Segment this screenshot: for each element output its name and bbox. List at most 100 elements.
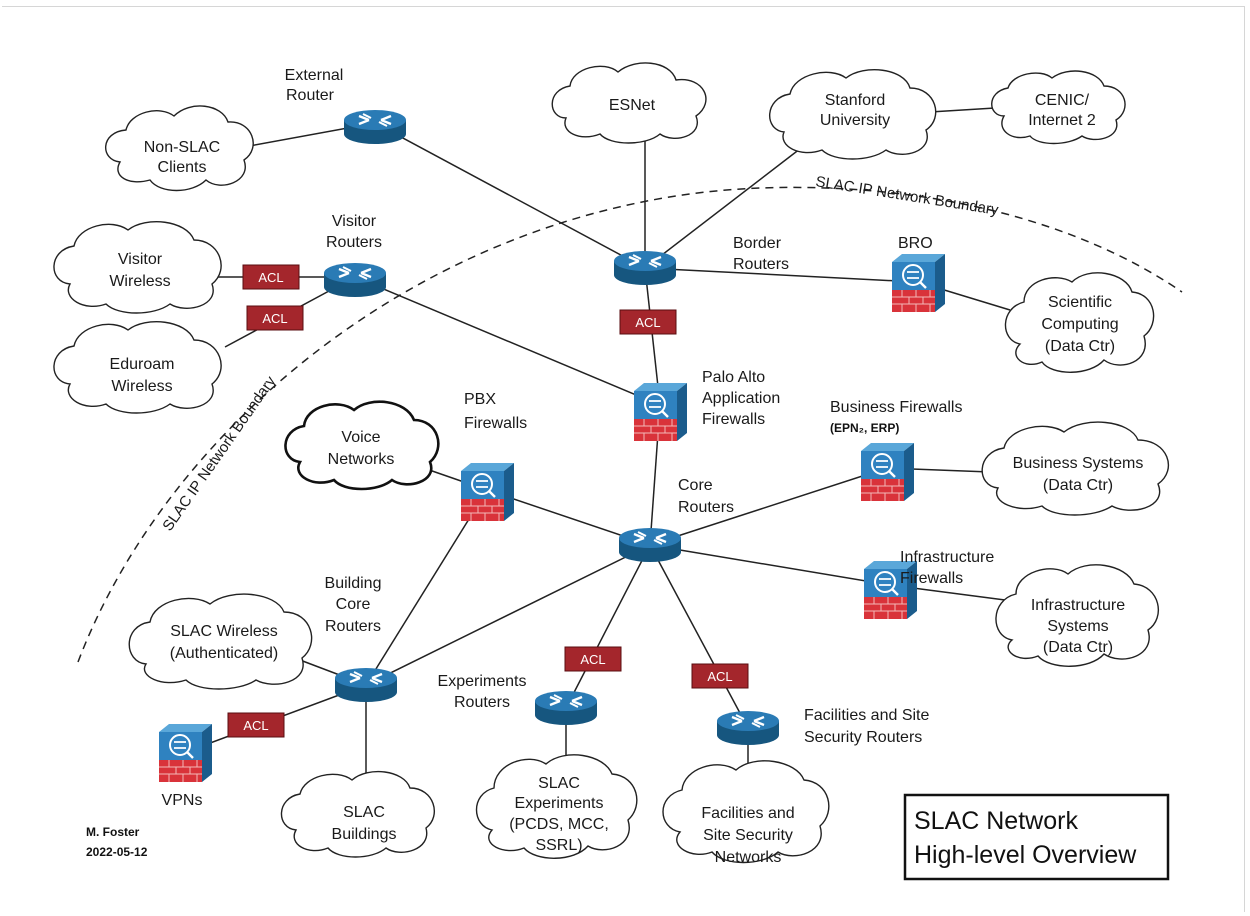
acl-label: ACL [243, 718, 268, 733]
pbx-label: Firewalls [464, 415, 527, 432]
cloud-text: Experiments [515, 795, 604, 812]
title-line-1: SLAC Network [914, 807, 1078, 835]
cloud-cenic-internet2: CENIC/ Internet 2 [991, 70, 1126, 145]
acl-eduroam: ACL [246, 305, 304, 331]
acl-label: ACL [707, 669, 732, 684]
cloud-text: Voice [341, 429, 380, 446]
cloud-text: Facilities and [701, 805, 794, 822]
vpns-label: VPNs [162, 792, 203, 809]
cloud-visitor-wireless: Visitor Wireless [53, 221, 222, 314]
cloud-text: SLAC [538, 775, 580, 792]
business-firewalls-label: Business Firewalls [830, 399, 962, 416]
cloud-text: SSRL) [535, 837, 582, 854]
bro-firewall-icon [890, 252, 947, 314]
acl-experiments: ACL [564, 646, 622, 672]
building-core-label: Routers [325, 618, 381, 635]
cloud-text: (Data Ctr) [1045, 338, 1115, 355]
acl-border: ACL [619, 309, 677, 335]
facilities-router-icon [715, 709, 781, 747]
cloud-slac-buildings: SLAC Buildings [280, 770, 435, 858]
experiments-routers-label: Experiments [438, 673, 527, 690]
border-routers-label: Routers [733, 256, 789, 273]
cloud-text: (PCDS, MCC, [509, 816, 609, 833]
cloud-text: (Data Ctr) [1043, 477, 1113, 494]
boundary-label-top: SLAC IP Network Boundary [814, 173, 1000, 219]
page-frame [2, 6, 1245, 912]
acl-facilities: ACL [691, 663, 749, 689]
title-box: SLAC Network High-level Overview [903, 793, 1170, 881]
cloud-text: Stanford [825, 92, 885, 109]
business-firewalls-sublabel: (EPN₂, ERP) [830, 421, 899, 435]
cloud-text: Eduroam [110, 356, 175, 373]
palo-alto-label: Application [702, 390, 780, 407]
cloud-text: Visitor [118, 251, 163, 268]
cloud-text: Wireless [109, 273, 170, 290]
external-router-icon [342, 108, 408, 146]
cloud-infrastructure-systems: Infrastructure Systems (Data Ctr) [995, 564, 1159, 667]
cloud-slac-experiments: SLAC Experiments (PCDS, MCC, SSRL) [476, 754, 638, 859]
cloud-text: SLAC Wireless [170, 623, 278, 640]
experiments-routers-label: Routers [454, 694, 510, 711]
cloud-business-systems: Business Systems (Data Ctr) [981, 421, 1169, 516]
external-router-label: External [285, 67, 344, 84]
cloud-text: Non-SLAC [144, 139, 220, 156]
network-boundary-arc [77, 186, 1183, 663]
facilities-routers-label: Security Routers [804, 729, 922, 746]
cloud-text: CENIC/ [1035, 92, 1090, 109]
title-line-2: High-level Overview [914, 841, 1137, 869]
pbx-firewall-icon [459, 461, 516, 523]
cloud-text: Networks [715, 849, 782, 866]
cloud-text: Infrastructure [1031, 597, 1125, 614]
acl-label: ACL [258, 270, 283, 285]
cloud-text: (Authenticated) [170, 645, 279, 662]
infrastructure-firewalls-label: Firewalls [900, 570, 963, 587]
author-date: 2022-05-12 [86, 845, 148, 859]
author-name: M. Foster [86, 825, 140, 839]
cloud-non-slac-clients: Non-SLAC Clients [105, 105, 254, 192]
palo-alto-firewall-icon [632, 381, 689, 443]
border-router-icon [612, 249, 678, 287]
business-firewall-icon [859, 441, 916, 503]
cloud-eduroam-wireless: Eduroam Wireless [53, 321, 222, 414]
cloud-facilities-networks: Facilities and Site Security Networks [662, 760, 830, 866]
palo-alto-label: Firewalls [702, 411, 765, 428]
cloud-scientific-computing: Scientific Computing (Data Ctr) [1004, 272, 1155, 373]
pbx-label: PBX [464, 391, 496, 408]
facilities-routers-label: Facilities and Site [804, 707, 929, 724]
visitor-routers-label: Routers [326, 234, 382, 251]
cloud-text: University [820, 112, 890, 129]
cloud-text: SLAC [343, 804, 385, 821]
core-routers-label: Routers [678, 499, 734, 516]
palo-alto-label: Palo Alto [702, 369, 765, 386]
cloud-stanford-university: Stanford University [769, 69, 937, 160]
building-core-router-icon [333, 666, 399, 704]
cloud-slac-wireless: SLAC Wireless (Authenticated) [128, 593, 313, 690]
cloud-esnet: ESNet [551, 62, 707, 144]
cloud-text: ESNet [609, 97, 656, 114]
cloud-text: Wireless [111, 378, 172, 395]
acl-label: ACL [580, 652, 605, 667]
bro-label: BRO [898, 235, 933, 252]
acl-vpn: ACL [227, 712, 285, 738]
cloud-voice-networks: Voice Networks [284, 400, 440, 491]
visitor-routers-label: Visitor [332, 213, 377, 230]
cloud-text: Buildings [332, 826, 397, 843]
building-core-label: Core [336, 596, 371, 613]
cloud-text: (Data Ctr) [1043, 639, 1113, 656]
infrastructure-firewalls-label: Infrastructure [900, 549, 994, 566]
vpn-firewall-icon [157, 722, 214, 784]
external-router-label: Router [286, 87, 335, 104]
visitor-router-icon [322, 261, 388, 299]
acl-label: ACL [262, 311, 287, 326]
acl-visitor-wireless: ACL [242, 264, 300, 290]
core-routers-label: Core [678, 477, 713, 494]
building-core-label: Building [325, 575, 382, 592]
cloud-text: Site Security [703, 827, 793, 844]
cloud-text: Internet 2 [1028, 112, 1096, 129]
cloud-text: Networks [328, 451, 395, 468]
cloud-text: Systems [1047, 618, 1108, 635]
cloud-text: Clients [158, 159, 207, 176]
experiments-router-icon [533, 689, 599, 727]
